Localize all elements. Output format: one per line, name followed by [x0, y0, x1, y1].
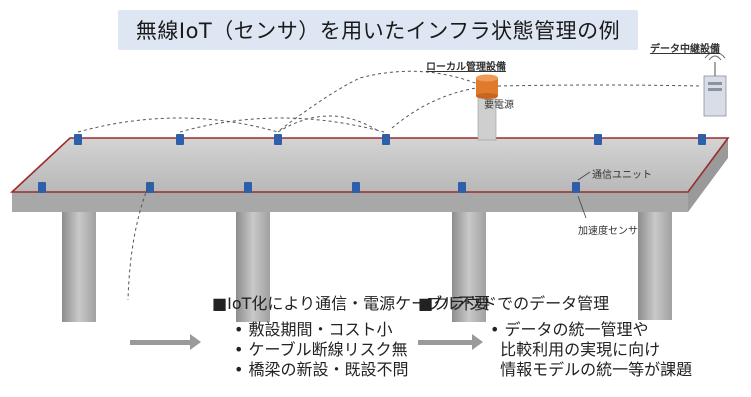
list-item: • 橋梁の新設・既設不問: [234, 360, 409, 379]
sensor-unit: [594, 134, 602, 145]
sensor-unit: [352, 182, 360, 193]
sensor-unit: [74, 134, 82, 145]
pier-2: [236, 200, 270, 322]
list-item: • データの統一管理や: [490, 320, 649, 339]
list-item: 比較利用の実現に向け: [500, 340, 661, 359]
sensors-front-row: [38, 182, 580, 193]
power-needed-label: 要電源: [484, 100, 514, 111]
sensor-unit: [698, 134, 706, 145]
left-panel-heading: ■IoT化により通信・電源ケーブル不要: [212, 294, 491, 313]
pier-3: [452, 200, 486, 322]
sensor-unit: [458, 182, 466, 193]
bridge-piers: [62, 190, 672, 322]
sensor-pointer: [577, 195, 587, 219]
sensor-unit: [382, 134, 390, 145]
right-panel-heading: ■クラウドでのデータ管理: [418, 294, 610, 313]
diagram-title: 無線IoT（センサ）を用いたインフラ状態管理の例: [118, 10, 638, 50]
local-equipment-label: ローカル管理設備: [426, 62, 506, 73]
left-bullet-list: • 敷設期間・コスト小 • ケーブル断線リスク無 • 橋梁の新設・既設不問: [234, 320, 409, 380]
list-item: • 敷設期間・コスト小: [234, 320, 393, 339]
wireless-links: [77, 70, 701, 301]
comm-unit-pointer: [577, 171, 591, 181]
list-item: 情報モデルの統一等が課題: [500, 360, 693, 379]
sensor-unit: [176, 134, 184, 145]
accel-sensor-label: 加速度センサ: [578, 226, 638, 237]
data-relay-equipment: [703, 51, 727, 117]
data-relay-label: データ中継設備: [650, 44, 720, 55]
bridge-deck: [9, 137, 730, 212]
list-item: • ケーブル断線リスク無: [234, 340, 408, 359]
sensor-unit: [38, 182, 46, 193]
sensors-back-row: [74, 134, 706, 145]
pier-1: [62, 200, 96, 322]
right-arrow-icon: [418, 334, 483, 350]
right-bullet-list: • データの統一管理や 比較利用の実現に向け 情報モデルの統一等が課題: [490, 320, 692, 380]
comm-unit-label: 通信ユニット: [592, 170, 652, 181]
sensor-unit: [146, 182, 154, 193]
sensor-unit: [274, 134, 282, 145]
sensor-unit: [572, 182, 580, 193]
left-arrow-icon: [130, 334, 201, 350]
sensor-unit: [244, 182, 252, 193]
local-equipment-cylinder: [476, 74, 498, 99]
